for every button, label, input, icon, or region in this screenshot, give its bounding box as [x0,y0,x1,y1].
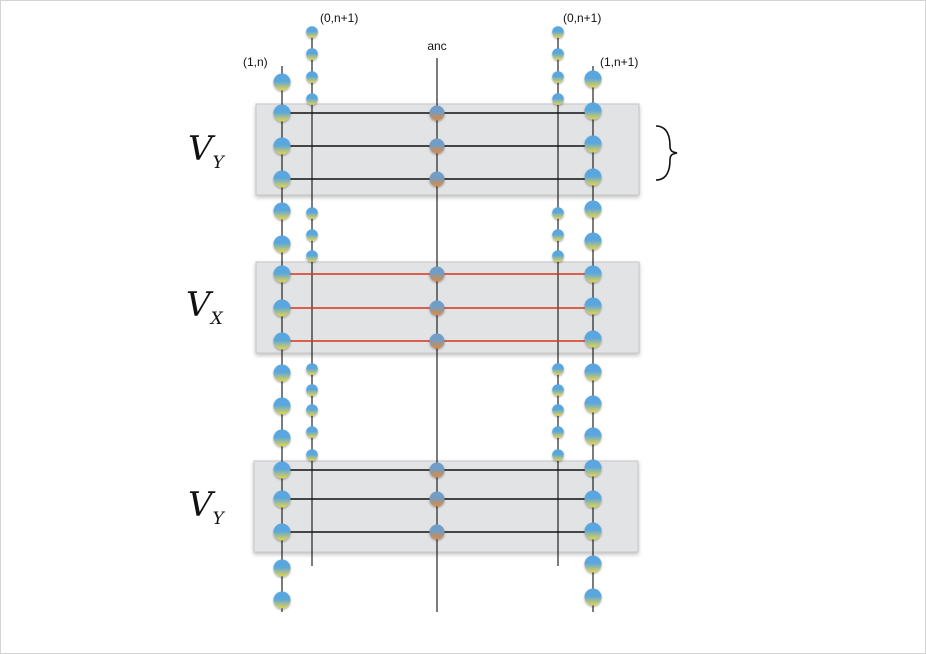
qubit-inner-right [552,384,564,396]
qubits [273,26,602,609]
qubit-ancilla [429,138,445,154]
qubit-outer-right [584,363,602,381]
column-labels: (0,n+1) (0,n+1) (1,n) (1,n+1) anc [243,11,638,69]
qubit-inner-left [306,426,318,438]
block-vy-bottom [253,460,639,553]
qubit-outer-left [273,73,291,91]
qubit-inner-right [552,26,564,38]
qubit-outer-left [273,332,291,350]
block-vy-top [255,103,640,196]
label-ancilla: anc [427,39,446,53]
qubit-inner-right [552,93,564,105]
qubit-outer-right [584,297,602,315]
qubit-inner-right [552,404,564,416]
qubit-ancilla [429,171,445,187]
qubit-outer-left [273,104,291,122]
qubit-inner-right [552,449,564,461]
qubit-outer-right [584,135,602,153]
qubit-ancilla [429,524,445,540]
qubit-ancilla [429,333,445,349]
qubit-ancilla [429,105,445,121]
qubit-inner-right [552,71,564,83]
qubit-outer-left [273,299,291,317]
qubit-outer-right [584,70,602,88]
qubit-inner-right [552,250,564,262]
qubit-inner-right [552,48,564,60]
qubit-inner-right [552,426,564,438]
qubit-inner-right [552,229,564,241]
qubit-outer-left [273,591,291,609]
qubit-outer-left [273,461,291,479]
qubit-outer-right [584,522,602,540]
qubit-outer-left [273,490,291,508]
qubit-outer-left [273,429,291,447]
operator-label-vy-bottom: VY [188,485,226,529]
operator-labels: VY VX VY [186,129,226,529]
qubit-outer-left [273,523,291,541]
qubit-outer-left [273,202,291,220]
qubit-ancilla [429,491,445,507]
qubit-inner-left [306,404,318,416]
qubit-inner-right [552,207,564,219]
qubit-outer-left [273,137,291,155]
qubit-outer-right [584,459,602,477]
qubit-outer-right [584,200,602,218]
label-right-outer: (1,n+1) [600,55,638,69]
qubit-inner-left [306,207,318,219]
operator-label-vx: VX [186,285,224,329]
qubit-outer-right [584,588,602,606]
label-right-inner: (0,n+1) [563,11,601,25]
right-brace-icon [655,125,678,181]
qubit-inner-left [306,48,318,60]
label-left-inner: (0,n+1) [320,11,358,25]
qubit-inner-left [306,363,318,375]
qubit-outer-left [273,265,291,283]
qubit-outer-left [273,170,291,188]
qubit-ancilla [429,300,445,316]
qubit-outer-left [273,235,291,253]
qubit-outer-right [584,232,602,250]
qubit-inner-left [306,250,318,262]
qubit-outer-right [584,265,602,283]
qubit-inner-left [306,229,318,241]
qubit-outer-left [273,397,291,415]
label-left-outer: (1,n) [243,55,268,69]
qubit-inner-left [306,71,318,83]
qubit-outer-right [584,427,602,445]
operator-label-vy-top: VY [188,129,226,173]
qubit-inner-left [306,26,318,38]
qubit-outer-right [584,102,602,120]
qubit-outer-left [273,559,291,577]
qubit-outer-right [584,168,602,186]
qubit-outer-left [273,364,291,382]
qubit-outer-right [584,330,602,348]
qubit-outer-right [584,490,602,508]
qubit-inner-left [306,384,318,396]
qubit-inner-left [306,93,318,105]
qubit-inner-left [306,449,318,461]
qubit-outer-right [584,555,602,573]
qubit-inner-right [552,363,564,375]
qubit-ancilla [429,462,445,478]
qubit-outer-right [584,395,602,413]
qubit-ancilla [429,266,445,282]
